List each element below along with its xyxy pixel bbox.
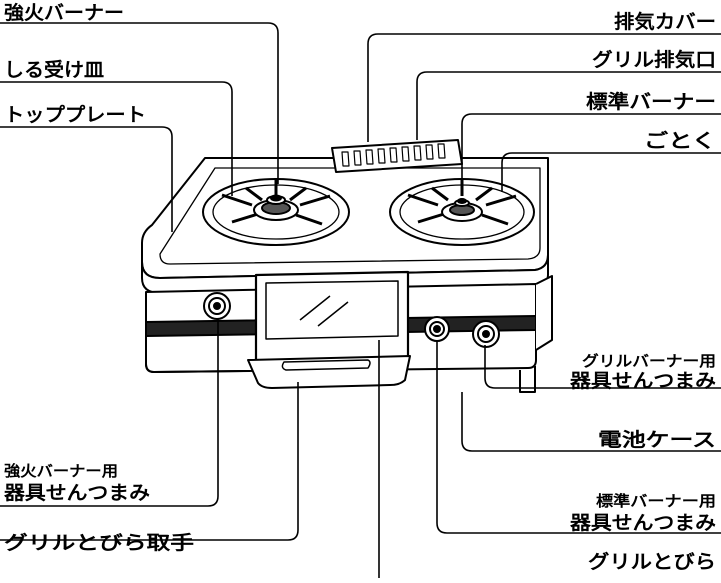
label-grill-exhaust: グリル排気口 bbox=[592, 48, 716, 71]
leader-battery-case bbox=[461, 392, 721, 452]
top-plate-inner bbox=[159, 167, 541, 265]
label-battery-case: 電池ケース bbox=[598, 428, 716, 451]
leader-lines bbox=[0, 22, 721, 578]
grill-window-frame bbox=[254, 270, 410, 365]
leader-trivet bbox=[501, 152, 721, 192]
label-grill-knob-line2: 器具せんつまみ bbox=[569, 370, 716, 392]
label-exhaust-cover: 排気カバー bbox=[614, 10, 716, 33]
leader-strong-burner bbox=[0, 22, 279, 184]
standard-burner-knob bbox=[424, 316, 450, 342]
label-strong-knob-line1: 強火バーナー用 bbox=[4, 462, 118, 480]
label-top-plate: トッププレート bbox=[4, 103, 146, 126]
grill-handle-slot bbox=[281, 359, 371, 371]
leader-grill-knob bbox=[484, 345, 721, 389]
stove-illustration bbox=[141, 139, 553, 393]
stove-body-base bbox=[145, 336, 251, 373]
label-trivet: ごとく bbox=[644, 129, 716, 152]
body-right-side bbox=[535, 275, 553, 351]
leader-standard-burner bbox=[461, 113, 721, 186]
strong-burner-knob bbox=[203, 292, 231, 320]
grill-window-glass bbox=[265, 280, 399, 340]
glass-reflection bbox=[299, 295, 349, 327]
leader-grill-handle bbox=[0, 382, 299, 541]
leader-strong-knob bbox=[0, 318, 219, 507]
label-grill-knob-line1: グリルバーナー用 bbox=[582, 352, 716, 370]
label-standard-knob-line1: 標準バーナー用 bbox=[596, 492, 716, 510]
leader-standard-knob bbox=[436, 340, 721, 534]
leader-top-plate bbox=[0, 126, 173, 232]
label-strong-knob-line2: 器具せんつまみ bbox=[3, 482, 150, 504]
right-burner-assembly bbox=[389, 178, 535, 246]
label-standard-knob-line2: 器具せんつまみ bbox=[569, 512, 716, 534]
body-right-leg bbox=[519, 366, 536, 393]
label-drip-tray: しる受け皿 bbox=[4, 58, 104, 81]
label-grill-door: グリルとびら bbox=[588, 550, 716, 573]
label-strong-burner: 強火バーナー bbox=[4, 2, 124, 24]
labels: 強火バーナー しる受け皿 トッププレート 排気カバー グリル排気口 標準バーナー… bbox=[3, 2, 716, 573]
label-grill-door-handle: グリルとびら取手 bbox=[4, 531, 194, 554]
left-burner-assembly bbox=[202, 178, 350, 246]
leader-drip-tray bbox=[0, 81, 233, 196]
label-standard-burner: 標準バーナー bbox=[586, 90, 716, 113]
grill-burner-knob bbox=[472, 320, 500, 348]
leader-exhaust-cover bbox=[367, 33, 721, 142]
leader-grill-exhaust bbox=[416, 71, 721, 140]
